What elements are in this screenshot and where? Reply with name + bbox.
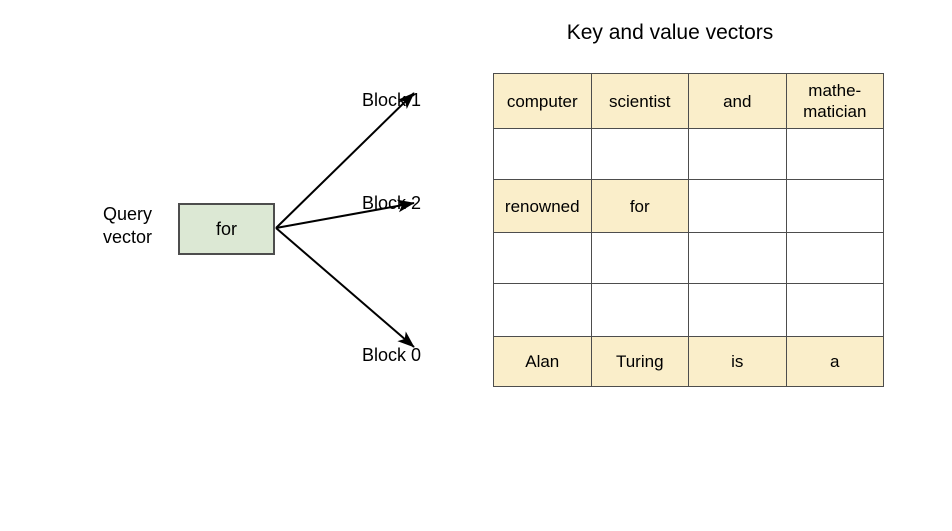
table-cell-token: renowned	[493, 179, 592, 233]
arrow-group	[275, 92, 415, 348]
table-cell-token: Turing	[590, 336, 689, 387]
table-cell-empty	[785, 232, 884, 284]
table-cell-token: Alan	[493, 336, 592, 387]
table-cell-empty	[590, 128, 689, 180]
table-row	[493, 283, 884, 337]
table-cell-token: computer	[493, 73, 592, 129]
table-cell-empty	[688, 179, 787, 233]
query-vector-label-line2: vector	[103, 227, 153, 247]
table-cell-token: and	[688, 73, 787, 129]
table-cell-empty	[493, 283, 592, 337]
table-cell-empty	[785, 128, 884, 180]
block-label-2: Block 2	[361, 193, 421, 213]
table-cell-token: mathe-matician	[785, 73, 884, 129]
table-row	[493, 232, 884, 284]
table-cell-empty	[493, 232, 592, 284]
table-cell-token: is	[688, 336, 787, 387]
table-cell-empty	[590, 232, 689, 284]
table-cell-token: scientist	[590, 73, 689, 129]
table-cell-token: a	[785, 336, 884, 387]
query-vector-box: for	[178, 203, 275, 255]
query-vector-label: Query vector	[103, 203, 175, 249]
table-row	[493, 128, 884, 180]
query-vector-token: for	[215, 218, 237, 239]
table-cell-empty	[590, 283, 689, 337]
block-label-0: Block 0	[361, 345, 421, 365]
table-cell-empty	[688, 283, 787, 337]
table-cell-empty	[688, 232, 787, 284]
table-cell-empty	[688, 128, 787, 180]
query-vector-label-line1: Query	[103, 204, 153, 224]
table-cell-empty	[493, 128, 592, 180]
block-label-1: Block 1	[361, 90, 421, 110]
table-cell-token: for	[590, 179, 689, 233]
page-title: Key and value vectors	[566, 21, 774, 44]
arrow-to-block-0	[275, 227, 415, 348]
table-cell-empty	[785, 179, 884, 233]
table-cell-empty	[785, 283, 884, 337]
